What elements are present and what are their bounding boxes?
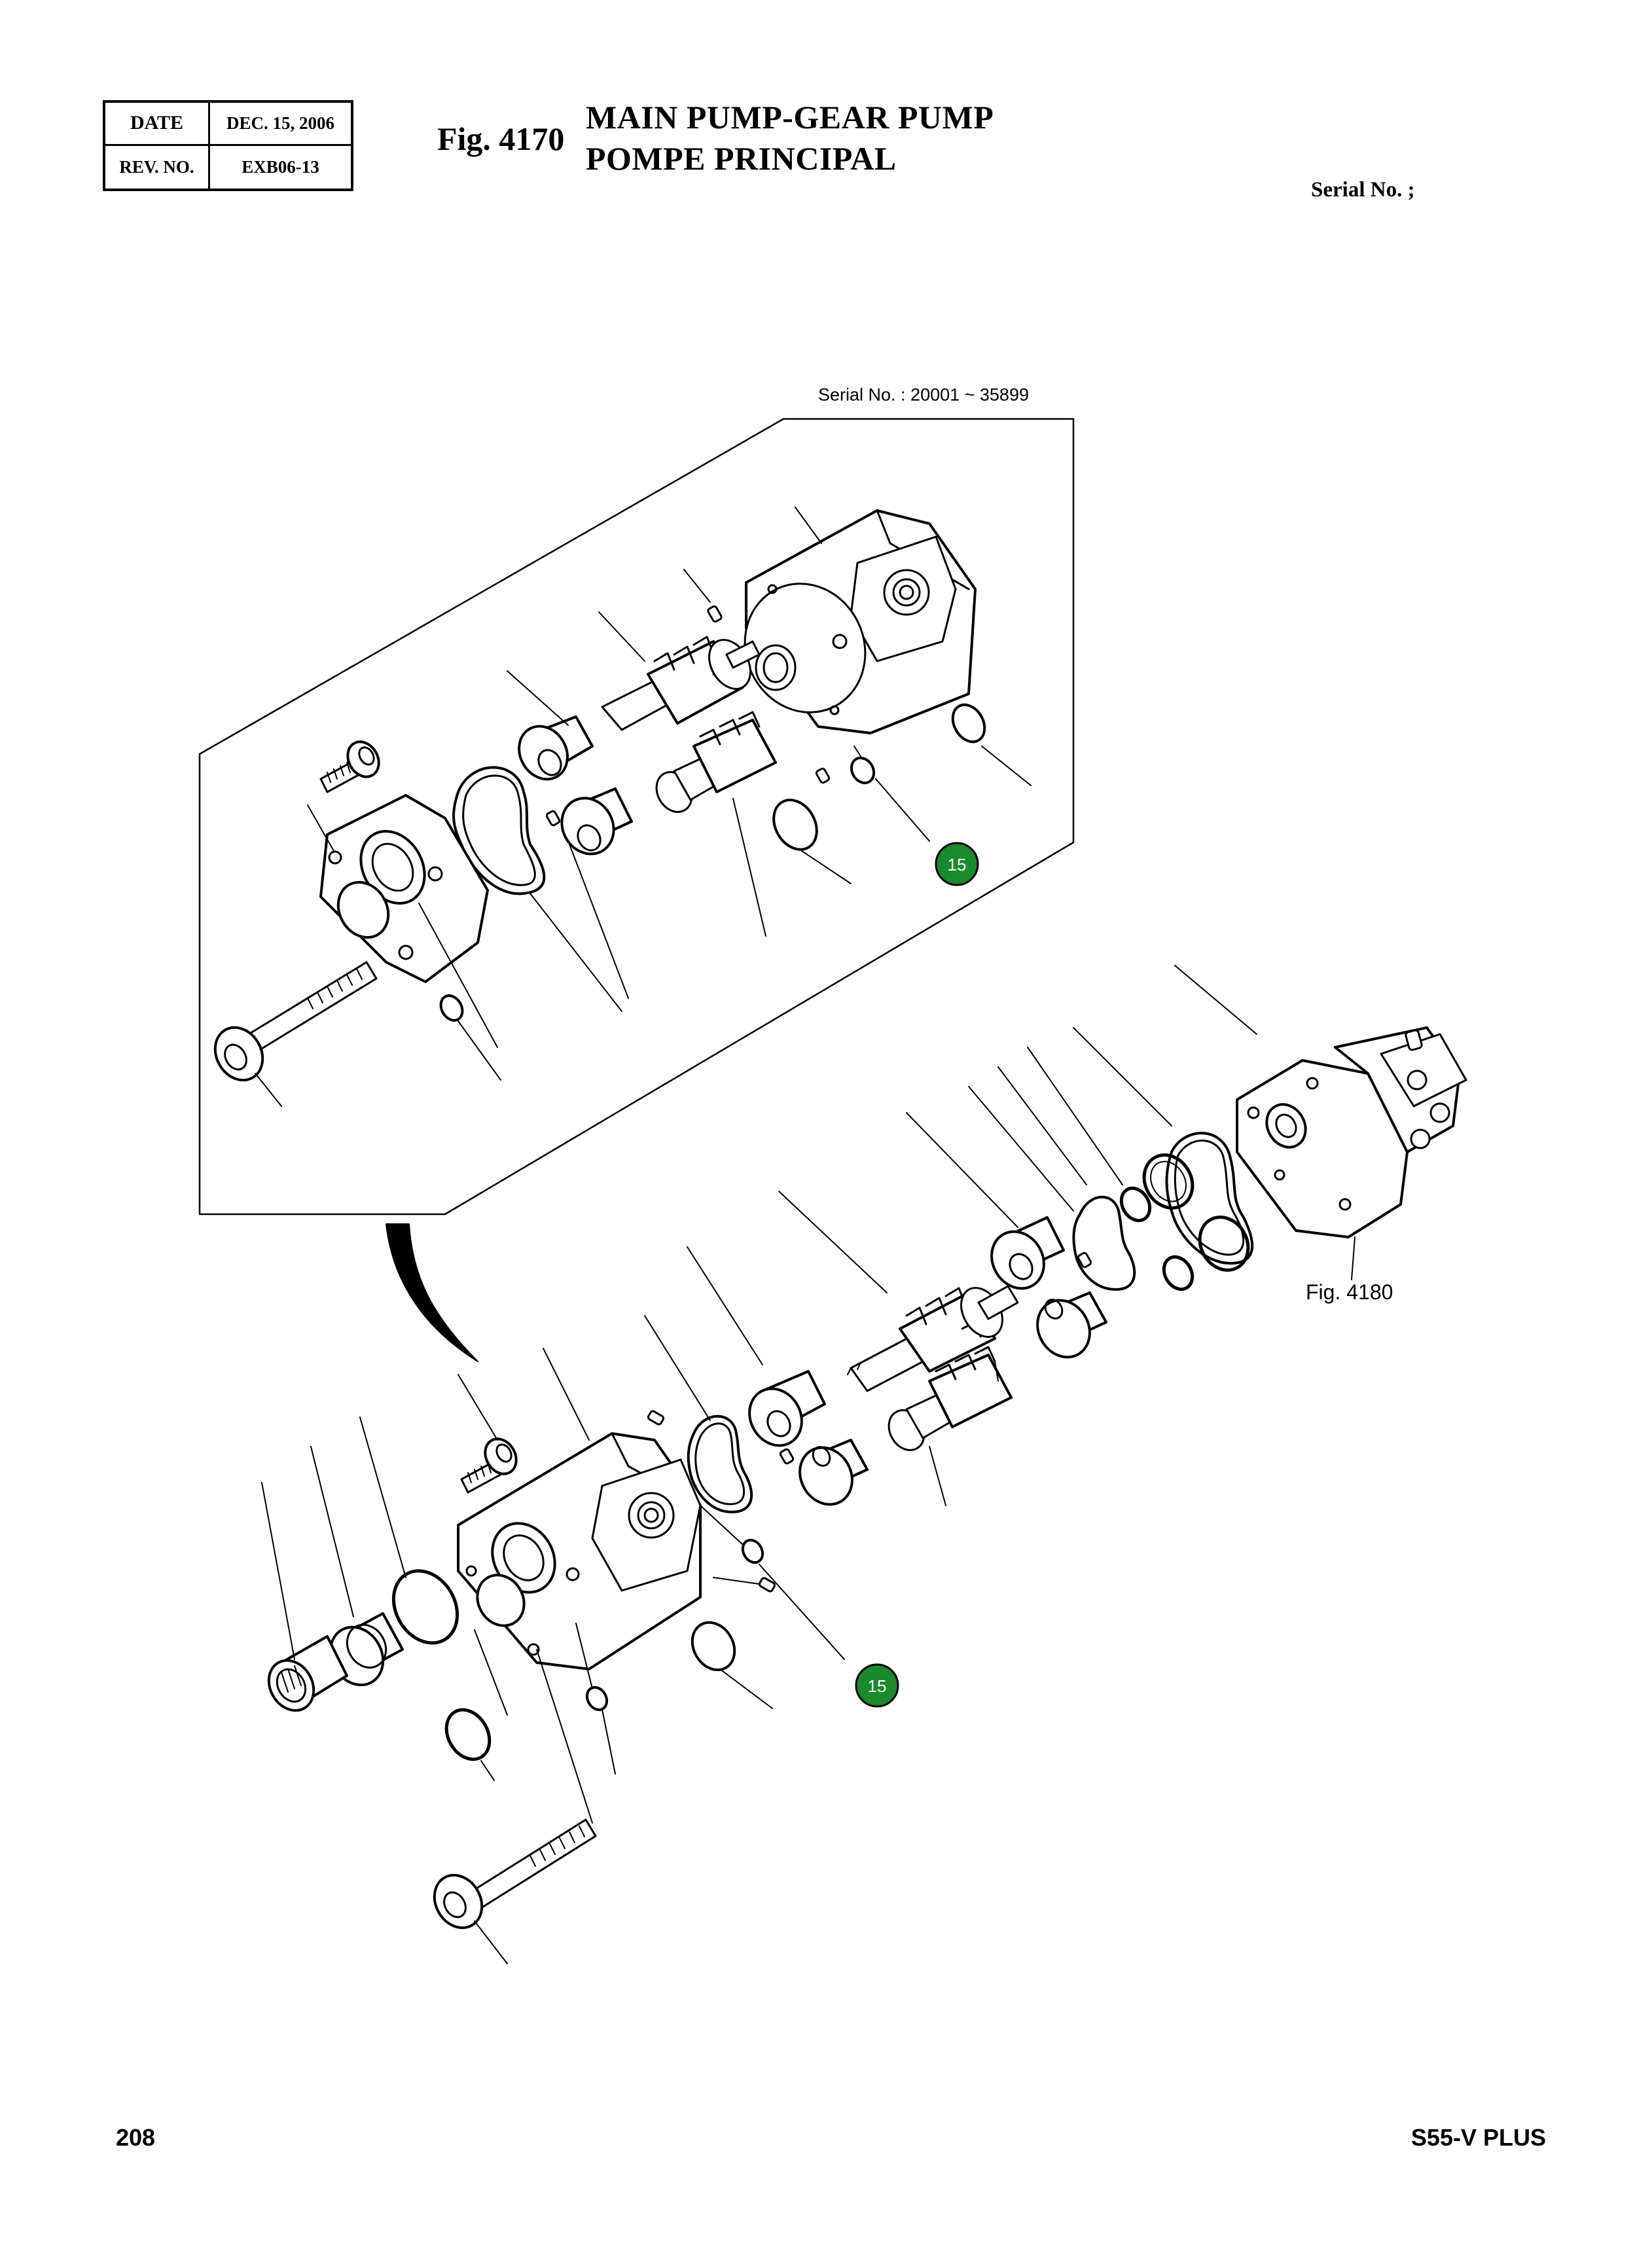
callout-15-upper: 15 [935,842,979,886]
svg-text:15: 15 [868,1676,887,1696]
svg-text:15: 15 [948,855,967,874]
bushing-right-lower [1036,1291,1107,1359]
figure-reference-4180: Fig. 4180 [1306,1280,1393,1304]
inset-short-screw [319,740,380,793]
o-ring-front [391,1569,459,1645]
inset-drive-gear [601,636,761,731]
figure-eight-seal-front [687,1414,753,1513]
rear-cover-assembly [1236,1026,1467,1238]
date-value: DEC. 15, 2006 [210,103,351,146]
inset-serial-range-label: Serial No. : 20001 ~ 35899 [818,385,1029,405]
o-ring-rear-lower [1198,1216,1250,1272]
date-label: DATE [105,103,210,146]
figure-eight-seal-mid [1072,1195,1136,1291]
inset-driven-gear [655,711,777,813]
serial-number-label: Serial No. ; [1311,178,1415,202]
long-bolt [433,1818,597,1930]
drive-gear [847,1285,1019,1392]
driven-gear [888,1346,1013,1451]
short-screw [460,1437,518,1494]
inset-pump-housing [744,509,977,734]
page-number: 208 [116,2124,156,2151]
bushing-right-upper [990,1216,1065,1290]
figure-number: Fig. 4170 [437,120,565,157]
bushing-left-lower [799,1439,869,1506]
bushing-left-upper [748,1370,826,1447]
model-name: S55-V PLUS [1410,2124,1546,2151]
needle-bearing [267,1635,348,1712]
revision-info-box: DATE DEC. 15, 2006 REV. NO. EXB06-13 [103,100,353,191]
page-title-french: POMPE PRINCIPAL [586,140,897,177]
figure-eight-seal-rear [1165,1132,1253,1265]
o-ring-rear-upper [1142,1153,1194,1210]
pump-housing [457,1432,702,1670]
inset-long-bolt [213,961,378,1082]
o-ring-lower [444,1708,492,1761]
inset-bushing-lower [560,787,633,855]
o-ring-small-lower-front [585,1685,609,1712]
rev-label: REV. NO. [105,145,210,189]
callout-15-lower: 15 [855,1663,899,1708]
inset-frame [198,418,1075,1216]
o-ring-small-lower [1162,1255,1194,1291]
inset-front-flange [319,794,489,983]
o-ring-small-upper [1119,1186,1152,1223]
rev-value: EXB06-13 [242,156,319,177]
transition-arc-arrow [386,1223,478,1362]
page-title-english: MAIN PUMP-GEAR PUMP [586,99,994,135]
inset-bushing-upper [518,715,594,781]
